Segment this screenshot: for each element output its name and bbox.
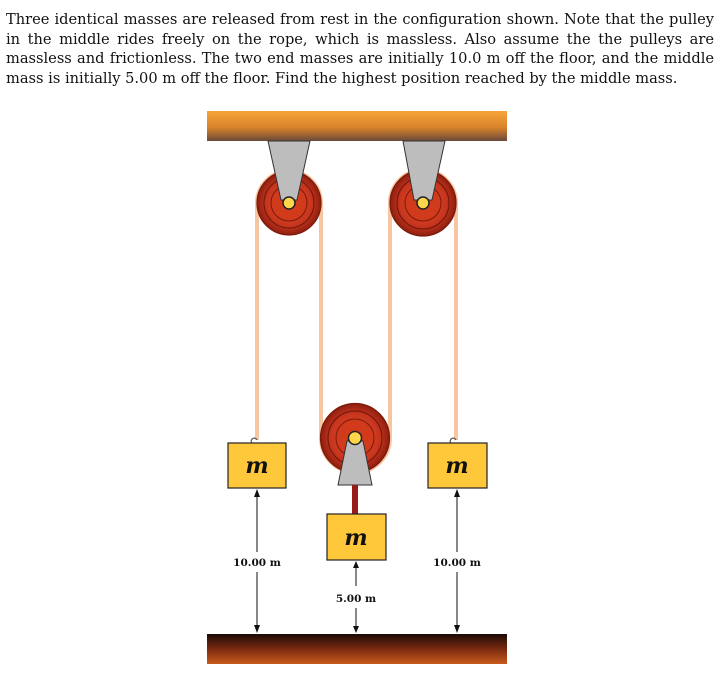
- right-mass: m: [427, 442, 488, 489]
- right-pulley-bracket: [402, 140, 446, 201]
- middle-height-label: 5.00 m: [336, 593, 376, 605]
- middle-movable-pulley: [319, 402, 391, 515]
- problem-statement: Three identical masses are released from…: [6, 11, 714, 87]
- left-fixed-pulley: [256, 140, 322, 236]
- ceiling-beam: [207, 111, 507, 141]
- middle-height-arrow: [353, 561, 359, 633]
- left-height-arrow: [254, 489, 260, 633]
- left-mass-label: m: [245, 453, 268, 479]
- right-height-label: 10.00 m: [433, 557, 481, 569]
- right-fixed-pulley: [389, 140, 457, 237]
- right-height-arrow: [454, 489, 460, 633]
- middle-hanger-rod: [352, 485, 358, 515]
- left-mass: m: [227, 442, 287, 489]
- right-mass-label: m: [445, 453, 468, 479]
- floor: [207, 634, 507, 664]
- middle-mass: m: [326, 513, 387, 561]
- left-pulley-bracket: [267, 140, 311, 201]
- middle-mass-label: m: [344, 525, 367, 551]
- left-height-label: 10.00 m: [233, 557, 281, 569]
